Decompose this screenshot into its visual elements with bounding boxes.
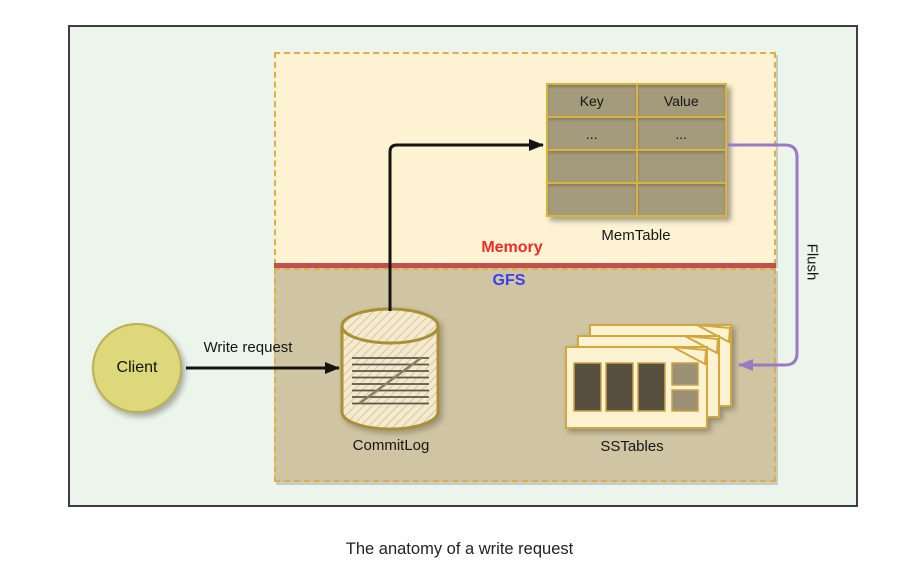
client-label: Client: [116, 359, 158, 376]
gfs-region-label: GFS: [492, 272, 526, 289]
memtable-cell: [637, 184, 725, 215]
commitlog-label: CommitLog: [352, 437, 430, 454]
memtable-cell: [548, 184, 636, 215]
memtable-cell: ...: [637, 118, 725, 149]
memtable-cell: [548, 151, 636, 182]
memtable-label: MemTable: [601, 227, 671, 244]
memtable-cell: ...: [548, 118, 636, 149]
client-node: Client: [92, 323, 182, 413]
commitlog-log-lines: [352, 357, 429, 405]
memory-gfs-divider: [274, 263, 776, 268]
sstables-label: SSTables: [600, 438, 664, 455]
write-request-label: Write request: [203, 339, 293, 356]
memory-region-label: Memory: [481, 239, 543, 256]
memtable: Key Value ... ...: [546, 83, 727, 217]
memtable-cell: [637, 151, 725, 182]
flush-label: Flush: [803, 243, 821, 281]
memtable-header-value: Value: [637, 85, 725, 116]
commitlog-cylinder-icon: [340, 307, 440, 431]
sstable-blocks: [573, 362, 699, 412]
memtable-header-key: Key: [548, 85, 636, 116]
diagram-caption: The anatomy of a write request: [345, 540, 574, 558]
sstables-icon: [565, 324, 732, 429]
